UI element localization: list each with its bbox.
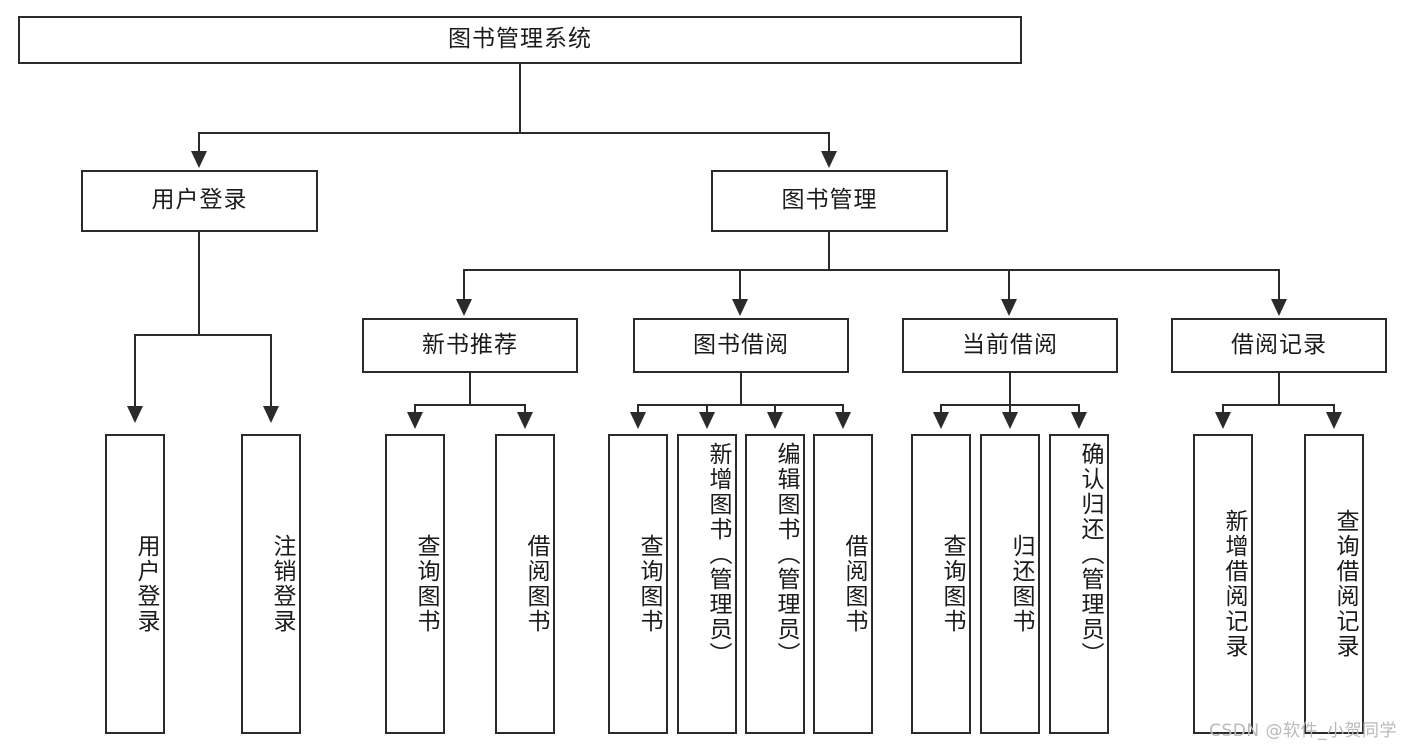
node-label: 图书管理 <box>781 187 878 214</box>
node-label: 借阅图书 <box>841 534 867 634</box>
leaf-borrow-record-add[interactable]: 新增借阅记录 <box>1193 434 1253 734</box>
node-label: 查询借阅记录 <box>1332 509 1358 659</box>
node-label: 查询图书 <box>939 534 965 634</box>
node-root-book-management-system[interactable]: 图书管理系统 <box>18 16 1022 64</box>
connector-book-borrow-leaf3 <box>774 404 776 414</box>
leaf-new-book-borrow[interactable]: 借阅图书 <box>495 434 555 734</box>
node-label: 新书推荐 <box>422 331 518 358</box>
connector-new-book-leaf2 <box>524 404 526 414</box>
node-book-borrow[interactable]: 图书借阅 <box>633 318 849 373</box>
node-label: 查询图书 <box>636 534 662 634</box>
leaf-user-login-logout[interactable]: 注销登录 <box>241 434 301 734</box>
leaf-current-borrow-return[interactable]: 归还图书 <box>980 434 1040 734</box>
arrow-new-book-leaf1 <box>407 412 423 429</box>
node-label: 图书管理系统 <box>448 26 592 53</box>
arrow-to-borrow-record <box>1271 299 1287 316</box>
node-label: 用户登录 <box>151 187 248 214</box>
node-current-borrow[interactable]: 当前借阅 <box>902 318 1118 373</box>
connector-current-borrow-stem <box>1009 373 1011 406</box>
arrow-user-login-leaf2 <box>263 406 279 423</box>
connector-book-borrow-leaf4 <box>842 404 844 414</box>
node-label: 确认归还（管理员） <box>1077 442 1103 667</box>
connector-book-management-stem <box>828 232 830 271</box>
arrow-current-borrow-leaf3 <box>1071 412 1087 429</box>
arrow-to-current-borrow <box>1001 299 1017 316</box>
connector-to-user-login <box>198 132 200 153</box>
arrow-user-login-leaf1 <box>127 406 143 423</box>
leaf-book-borrow-query[interactable]: 查询图书 <box>608 434 668 734</box>
connector-current-borrow-leaf3 <box>1078 404 1080 414</box>
arrow-book-borrow-leaf3 <box>767 412 783 429</box>
connector-user-login-stem <box>198 232 200 336</box>
node-label: 图书借阅 <box>693 331 789 358</box>
node-label: 注销登录 <box>269 534 295 634</box>
arrow-book-borrow-leaf2 <box>699 412 715 429</box>
connector-new-book-bus <box>414 404 526 406</box>
leaf-book-borrow-edit[interactable]: 编辑图书（管理员） <box>745 434 805 734</box>
arrow-to-user-login <box>191 151 207 168</box>
arrow-to-book-borrow <box>732 299 748 316</box>
node-label: 归还图书 <box>1008 534 1034 634</box>
node-label: 查询图书 <box>413 534 439 634</box>
connector-current-borrow-leaf2 <box>1009 404 1011 414</box>
arrow-to-book-management <box>821 151 837 168</box>
connector-new-book-leaf1 <box>414 404 416 414</box>
leaf-current-borrow-query[interactable]: 查询图书 <box>911 434 971 734</box>
connector-to-new-book-recommend <box>463 269 465 301</box>
connector-user-login-leaf1 <box>134 334 136 408</box>
arrow-borrow-record-leaf2 <box>1326 412 1342 429</box>
connector-to-current-borrow <box>1008 269 1010 301</box>
node-user-login[interactable]: 用户登录 <box>81 170 318 232</box>
connector-level2-bus <box>198 132 830 134</box>
node-new-book-recommend[interactable]: 新书推荐 <box>362 318 578 373</box>
leaf-book-borrow-borrow[interactable]: 借阅图书 <box>813 434 873 734</box>
connector-current-borrow-leaf1 <box>940 404 942 414</box>
arrow-current-borrow-leaf1 <box>933 412 949 429</box>
watermark: CSDN @软件_小贺同学 <box>1209 721 1397 741</box>
connector-level3-bus <box>463 269 1280 271</box>
node-label: 当前借阅 <box>962 331 1058 358</box>
arrow-to-new-book-recommend <box>456 299 472 316</box>
leaf-borrow-record-query[interactable]: 查询借阅记录 <box>1304 434 1364 734</box>
connector-user-login-bus <box>134 334 270 336</box>
connector-to-book-borrow <box>739 269 741 301</box>
leaf-new-book-query[interactable]: 查询图书 <box>385 434 445 734</box>
arrow-book-borrow-leaf4 <box>835 412 851 429</box>
node-label: 借阅记录 <box>1231 331 1327 358</box>
connector-new-book-stem <box>469 373 471 406</box>
connector-book-borrow-bus <box>637 404 844 406</box>
connector-book-borrow-leaf2 <box>706 404 708 414</box>
connector-borrow-record-bus <box>1222 404 1335 406</box>
leaf-book-borrow-add[interactable]: 新增图书（管理员） <box>677 434 737 734</box>
connector-book-borrow-stem <box>740 373 742 406</box>
connector-book-borrow-leaf1 <box>637 404 639 414</box>
node-label: 借阅图书 <box>523 534 549 634</box>
arrow-new-book-leaf2 <box>517 412 533 429</box>
node-label: 用户登录 <box>133 534 159 634</box>
node-label: 新增图书（管理员） <box>705 442 731 667</box>
leaf-current-borrow-confirm-return[interactable]: 确认归还（管理员） <box>1049 434 1109 734</box>
arrow-borrow-record-leaf1 <box>1215 412 1231 429</box>
connector-user-login-leaf2 <box>270 334 272 408</box>
connector-to-book-management <box>828 132 830 153</box>
connector-borrow-record-leaf1 <box>1222 404 1224 414</box>
arrow-current-borrow-leaf2 <box>1002 412 1018 429</box>
node-borrow-record[interactable]: 借阅记录 <box>1171 318 1387 373</box>
leaf-user-login-login[interactable]: 用户登录 <box>105 434 165 734</box>
node-label: 编辑图书（管理员） <box>773 442 799 667</box>
connector-borrow-record-stem <box>1278 373 1280 406</box>
arrow-book-borrow-leaf1 <box>630 412 646 429</box>
connector-to-borrow-record <box>1278 269 1280 301</box>
node-label: 新增借阅记录 <box>1221 509 1247 659</box>
connector-root-stem <box>519 64 521 133</box>
connector-borrow-record-leaf2 <box>1333 404 1335 414</box>
node-book-management[interactable]: 图书管理 <box>711 170 948 232</box>
